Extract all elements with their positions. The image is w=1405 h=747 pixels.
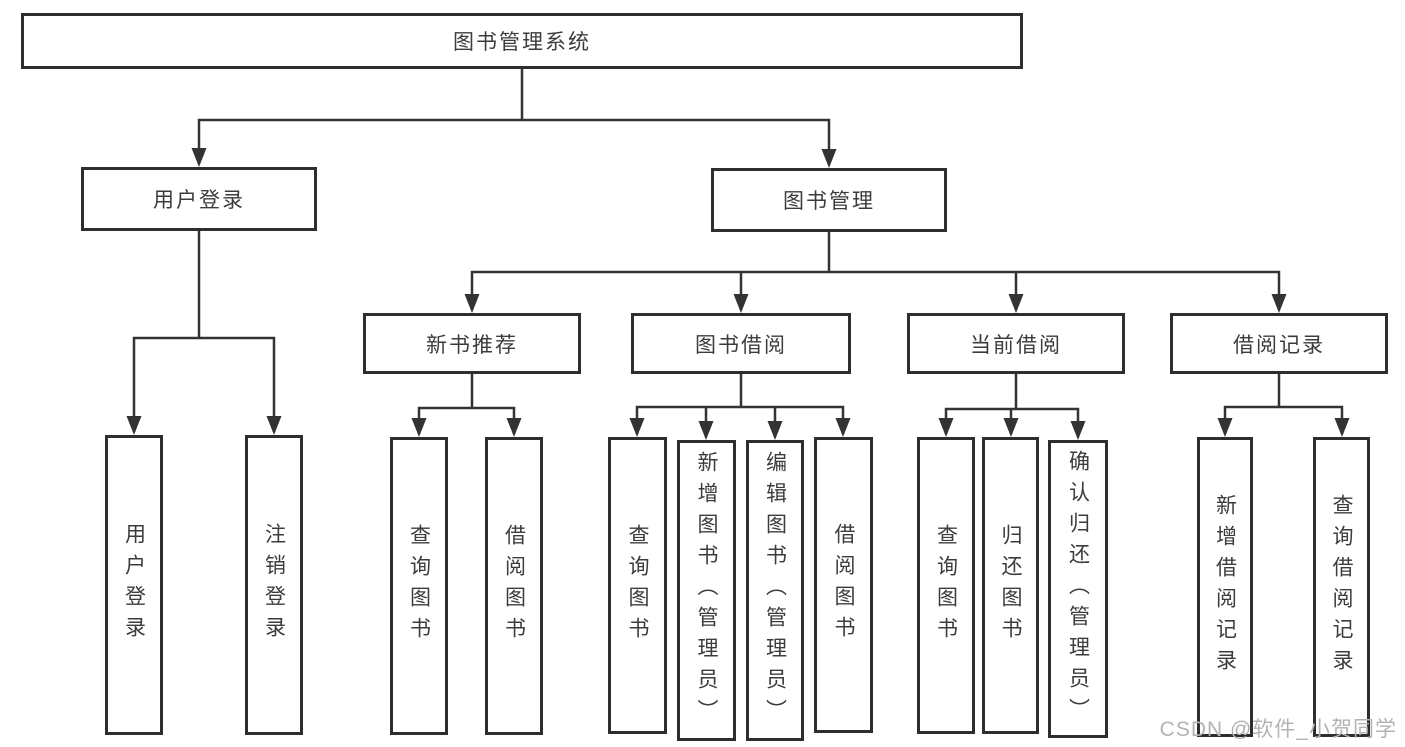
connector-root-to-level2 bbox=[191, 69, 837, 168]
leaf-br-add-record-label: 新增借阅记录 bbox=[1213, 494, 1237, 680]
connector-user-login-to-leaves bbox=[126, 231, 282, 435]
connector-book-borrow-to-leaves bbox=[629, 374, 851, 440]
leaf-br-query-record: 查询借阅记录 bbox=[1313, 437, 1370, 737]
leaf-cb-confirm-return-admin-label: 确认归还（管理员） bbox=[1066, 449, 1090, 729]
connector-borrow-records-to-leaves bbox=[1217, 374, 1350, 437]
connector-new-book-recommend-to-leaves bbox=[411, 374, 522, 437]
leaf-bb-edit-books-admin-label: 编辑图书（管理员） bbox=[763, 451, 787, 730]
connector-book-management-to-level3 bbox=[464, 231, 1287, 313]
node-current-borrow: 当前借阅 bbox=[907, 313, 1125, 374]
leaf-nbr-borrow-books: 借阅图书 bbox=[485, 437, 543, 735]
leaf-user-login-label: 用户登录 bbox=[122, 523, 146, 647]
node-book-management-label: 图书管理 bbox=[783, 190, 875, 213]
connector-current-borrow-to-leaves bbox=[938, 374, 1086, 440]
leaf-nbr-query-books: 查询图书 bbox=[390, 437, 448, 735]
leaf-bb-add-books-admin: 新增图书（管理员） bbox=[677, 440, 736, 741]
leaf-br-query-record-label: 查询借阅记录 bbox=[1330, 494, 1353, 680]
node-current-borrow-label: 当前借阅 bbox=[970, 333, 1062, 357]
leaf-br-add-record: 新增借阅记录 bbox=[1197, 437, 1253, 737]
node-user-login: 用户登录 bbox=[81, 167, 317, 231]
node-new-book-recommend: 新书推荐 bbox=[363, 313, 581, 374]
leaf-nbr-borrow-books-label: 借阅图书 bbox=[502, 524, 526, 648]
leaf-logout-login-label: 注销登录 bbox=[262, 523, 286, 647]
leaf-cb-query-books-label: 查询图书 bbox=[934, 523, 958, 648]
node-root-label: 图书管理系统 bbox=[453, 31, 591, 54]
leaf-nbr-query-books-label: 查询图书 bbox=[407, 524, 431, 648]
csdn-watermark: CSDN @软件_小贺同学 bbox=[1159, 718, 1397, 741]
leaf-cb-return-books: 归还图书 bbox=[982, 437, 1039, 734]
leaf-cb-query-books: 查询图书 bbox=[917, 437, 975, 734]
node-borrow-records-label: 借阅记录 bbox=[1233, 333, 1325, 357]
leaf-bb-edit-books-admin: 编辑图书（管理员） bbox=[746, 440, 804, 741]
node-book-management: 图书管理 bbox=[711, 168, 947, 232]
node-book-borrow: 图书借阅 bbox=[631, 313, 851, 374]
leaf-logout-login: 注销登录 bbox=[245, 435, 303, 735]
leaf-cb-return-books-label: 归还图书 bbox=[999, 523, 1022, 648]
leaf-bb-borrow-books: 借阅图书 bbox=[814, 437, 873, 733]
node-book-borrow-label: 图书借阅 bbox=[695, 333, 787, 357]
leaf-user-login: 用户登录 bbox=[105, 435, 163, 735]
leaf-bb-add-books-admin-label: 新增图书（管理员） bbox=[695, 451, 718, 730]
node-borrow-records: 借阅记录 bbox=[1170, 313, 1388, 374]
leaf-bb-borrow-books-label: 借阅图书 bbox=[832, 523, 855, 647]
node-new-book-recommend-label: 新书推荐 bbox=[426, 333, 518, 357]
leaf-bb-query-books-label: 查询图书 bbox=[626, 523, 649, 648]
leaf-cb-confirm-return-admin: 确认归还（管理员） bbox=[1048, 440, 1108, 738]
node-user-login-label: 用户登录 bbox=[153, 189, 245, 212]
leaf-bb-query-books: 查询图书 bbox=[608, 437, 667, 734]
node-root: 图书管理系统 bbox=[21, 13, 1023, 69]
